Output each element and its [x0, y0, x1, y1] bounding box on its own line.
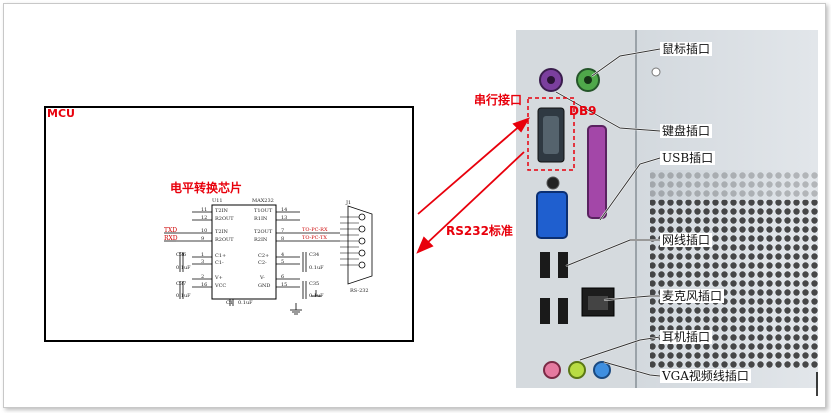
cap-ref: C35 — [309, 281, 320, 287]
left-pin-num: 12 — [201, 215, 208, 221]
cap-value: 0.1uF — [238, 300, 253, 306]
connector-ref: J1 — [346, 200, 352, 206]
right-pin-name: R1IN — [254, 216, 268, 222]
vga-port — [536, 191, 568, 239]
left-pin-name: R2OUT — [215, 216, 234, 222]
right-pin-name: C2+ — [258, 253, 270, 259]
right-pin-num: 4 — [281, 252, 285, 258]
signal-rxd: RXD — [164, 235, 178, 242]
cap-value: 0.1uF — [309, 293, 324, 299]
chip-title: 电平转换芯片 — [170, 181, 243, 195]
right-pin-num: 14 — [281, 207, 288, 213]
vga-port-label: VGA视频线插口 — [660, 369, 751, 383]
right-pin-name: T2OUT — [254, 229, 273, 235]
left-pin-name: T2IN — [215, 208, 228, 214]
mcu-label: MCU — [47, 107, 75, 120]
right-pin-num: 6 — [281, 274, 285, 280]
left-pin-num: 16 — [201, 282, 208, 288]
mic-port-label: 麦克风插口 — [660, 289, 725, 303]
cap-value: 0.1uF — [176, 293, 191, 299]
round-port-icon — [546, 176, 560, 190]
left-pin-name: R2OUT — [215, 237, 234, 243]
right-pin-name: T1OUT — [254, 208, 273, 214]
left-pin-num: 3 — [201, 259, 205, 265]
cap-value: 0.1uF — [176, 265, 191, 271]
mic-jack — [543, 361, 561, 379]
connector-name: RS-232 — [350, 288, 369, 294]
headphone-port-label: 耳机插口 — [660, 330, 713, 344]
cap-ref: C37 — [176, 281, 187, 287]
net-to-pc-rx: TO-PC-RX — [302, 227, 328, 233]
left-pin-num: 9 — [201, 236, 205, 242]
ps2-keyboard-port — [539, 68, 563, 92]
left-pin-name: V+ — [215, 275, 223, 281]
chip-ref: U11 — [212, 198, 223, 204]
cap-ref: C34 — [309, 252, 320, 258]
cap-ref: C1 — [226, 300, 234, 306]
screw-icon — [651, 67, 661, 77]
left-pin-num: 11 — [201, 207, 208, 213]
headphone-jack — [568, 361, 586, 379]
right-pin-num: 7 — [281, 228, 285, 234]
network-port-label: 网线插口 — [660, 233, 713, 247]
chip-part: MAX232 — [252, 198, 274, 204]
left-pin-name: VCC — [215, 283, 227, 289]
db9-serial-port — [537, 107, 565, 163]
serial-interface-title: 串行接口 — [474, 93, 523, 107]
right-pin-name: GND — [258, 283, 271, 289]
right-pin-num: 13 — [281, 215, 288, 221]
left-pin-name: C1- — [215, 260, 224, 266]
rj45-port — [581, 287, 615, 317]
right-pin-num: 8 — [281, 236, 285, 242]
line-in-jack — [593, 361, 611, 379]
right-pin-name: V- — [260, 275, 265, 281]
right-pin-name: C2- — [258, 260, 267, 266]
rs232-standard-label: RS232标准 — [446, 224, 513, 238]
right-pin-num: 15 — [281, 282, 288, 288]
right-pin-name: R2IN — [254, 237, 268, 243]
rs232-arrows — [416, 117, 531, 254]
left-pin-num: 10 — [201, 228, 208, 234]
left-pin-num: 2 — [201, 274, 205, 280]
parallel-port — [587, 125, 607, 219]
net-to-pc-tx: TO-PC-TX — [302, 235, 327, 241]
left-pin-name: T2IN — [215, 229, 228, 235]
signal-txd: TXD — [164, 227, 178, 234]
db9-label: DB9 — [569, 104, 597, 118]
left-pin-num: 1 — [201, 252, 205, 258]
usb-ports — [540, 252, 568, 324]
serial-port-highlight — [527, 97, 575, 171]
right-pin-num: 5 — [281, 259, 285, 265]
keyboard-port-label: 键盘插口 — [660, 124, 713, 138]
cap-ref: C36 — [176, 252, 187, 258]
cap-value: 0.1uF — [309, 265, 324, 271]
usb-port-label: USB插口 — [660, 151, 716, 165]
left-pin-name: C1+ — [215, 253, 227, 259]
mouse-port-label: 鼠标插口 — [660, 42, 713, 56]
